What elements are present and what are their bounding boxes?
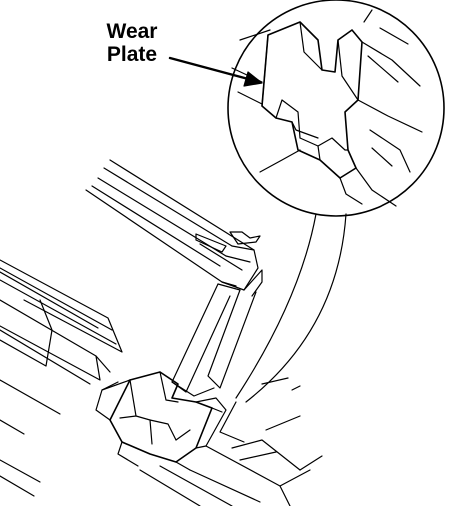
wear-plate-label: Wear Plate	[92, 20, 172, 66]
detail-circle	[227, 0, 445, 217]
wear-plate-label-line2: Plate	[106, 43, 158, 66]
detail-wear-plate	[231, 9, 423, 207]
magnifier-line-left	[235, 213, 317, 399]
strut	[171, 269, 263, 397]
guide-rail	[0, 259, 123, 497]
upper-frame	[85, 159, 261, 291]
wear-plate-label-line1: Wear	[106, 20, 158, 43]
magnifier-line-right	[245, 213, 347, 403]
base-frame	[139, 377, 323, 507]
lower-bracket	[95, 371, 227, 471]
callout-arrow	[168, 56, 263, 87]
